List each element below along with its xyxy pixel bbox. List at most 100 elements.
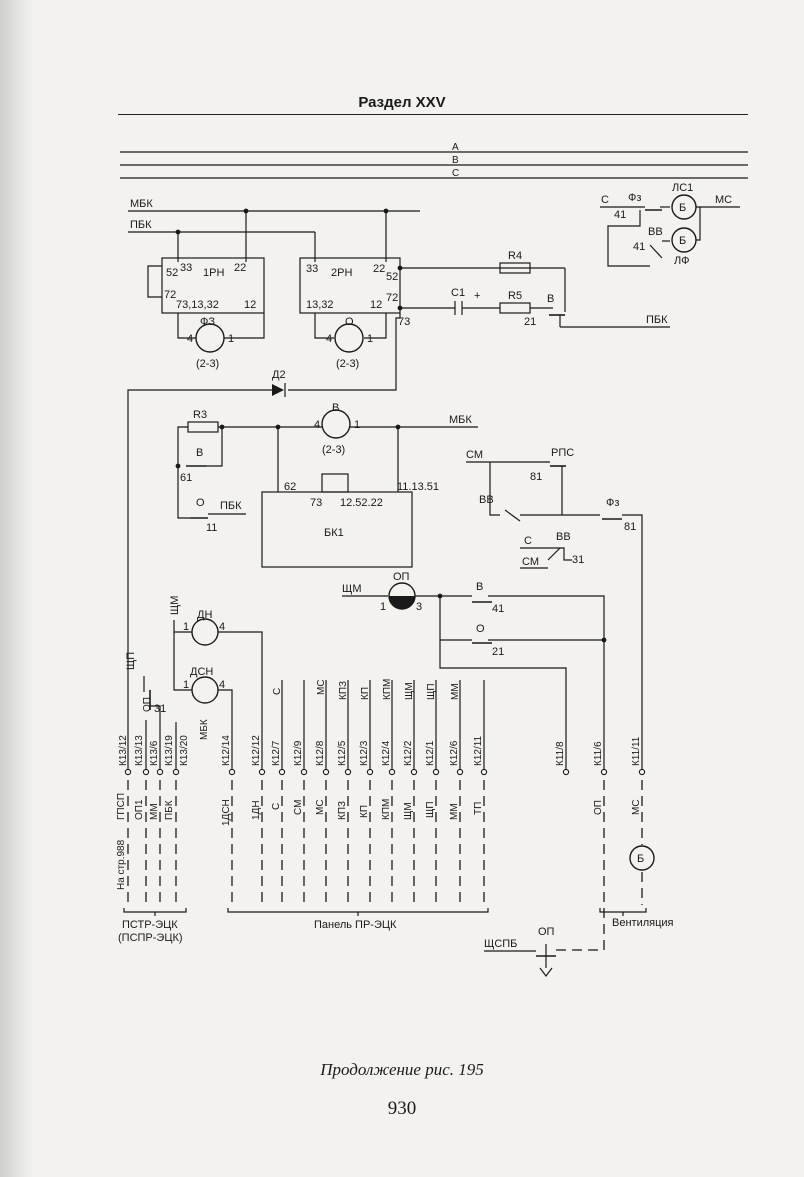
ut-5: К12/14 (221, 735, 232, 766)
sm2-label: СМ (522, 556, 539, 568)
na-str-label: На стр.988 (116, 839, 127, 890)
lt-6: С (271, 803, 282, 810)
lower-labels: На стр.988 ГПСП ОП1 ММ ПБК 1ДСН 1ДН С СМ… (116, 793, 642, 890)
lt-7: СМ (293, 800, 304, 815)
lt-5: 1ДН (251, 800, 262, 820)
contact-o2-label: О (196, 497, 205, 509)
ls1-label: ЛС1 (672, 182, 693, 194)
relay-2rn: 33 2РН 22 52 13,32 12 72 73 О 4 1 (2-3) (288, 257, 565, 391)
dn-dsn-group: ЩМ ДН 1 4 ДСН 1 4 ЩП 31 (125, 596, 263, 770)
bk1-t111351: 11.13.51 (397, 481, 439, 493)
lt-9: КПЗ (337, 801, 348, 820)
n81-label: 81 (530, 471, 542, 483)
ut-15: К12/6 (449, 740, 460, 766)
uw-mm: ММ (450, 683, 461, 700)
mbk-pbk-feed: МБК ПБК (128, 198, 420, 262)
pbk-label-2: ПБК (646, 314, 668, 326)
upper-wire-labels: ОП МБК С МС КПЗ КП КПМ ЩМ ЩП ММ (142, 679, 461, 740)
ut-0: К13/12 (118, 735, 129, 766)
coil-fz-n2: 1 (228, 333, 234, 345)
relay-1rn: 33 52 1РН 22 72 73,13,32 12 ФЗ 4 1 (2-3) (147, 257, 265, 370)
n61-label: 61 (180, 472, 192, 484)
fan-motors: С Фз 41 Б ЛС1 МС ВВ 41 Б ЛФ (600, 182, 740, 267)
c1-label: C1 (451, 287, 465, 299)
contact-v2-label: В (196, 447, 203, 459)
pspr-label: (ПСПР-ЭЦК) (118, 932, 183, 944)
n11-label: 11 (206, 522, 217, 534)
ut-4: К13/20 (179, 735, 190, 766)
rps-label: РПС (551, 447, 574, 459)
mbk-label-2: МБК (449, 414, 472, 426)
ut-7: К12/7 (271, 740, 282, 766)
header-rule (118, 114, 748, 115)
coil-o-name: О (345, 316, 354, 328)
lt-1: ОП1 (134, 799, 145, 820)
ut-9: К12/8 (315, 740, 326, 766)
bk1-t62: 62 (284, 481, 296, 493)
bus-a-label: А (452, 142, 459, 153)
ut-2: К13/6 (149, 740, 160, 766)
uw-c: С (272, 688, 283, 695)
r4-label: R4 (508, 250, 522, 262)
lt-11: КПМ (381, 799, 392, 820)
c-label-top: С (601, 194, 609, 206)
coil-v-sub: (2-3) (322, 444, 345, 456)
r5-label: R5 (508, 290, 522, 302)
uw-kpm: КПМ (382, 679, 393, 700)
dn-n2: 4 (219, 621, 225, 633)
sm-rps-group: СМ РПС 81 ВВ Фз 81 С ВВ СМ 31 (466, 447, 643, 770)
coil-op-name: ОП (393, 571, 410, 583)
rn2-t12: 12 (370, 299, 382, 311)
contact-21-label: 21 (524, 316, 536, 328)
uw-op: ОП (142, 697, 153, 712)
ut-11: К12/3 (359, 740, 370, 766)
plus-label: + (474, 290, 480, 302)
lt-15: ТП (473, 802, 484, 815)
shspb-button: ОП ЩСПБ (484, 926, 556, 977)
vent-motor-b: Б (637, 853, 644, 865)
uw-shp: ЩП (426, 683, 437, 700)
terminal-circles (124, 768, 646, 776)
ut-16: К12/11 (473, 735, 484, 766)
binding-shadow (0, 0, 34, 1177)
lt-2: ММ (149, 803, 160, 820)
rn1-t72: 72 (164, 289, 176, 301)
bus-lines: А В С (120, 142, 748, 179)
lt-13: ЩП (425, 801, 436, 818)
lt-10: КП (359, 805, 370, 818)
panel-label: Панель ПР-ЭЦК (314, 919, 397, 931)
n21b-label: 21 (492, 646, 504, 658)
dsn-n2: 4 (219, 679, 225, 691)
uw-kp: КП (360, 687, 371, 700)
n81b-label: 81 (624, 521, 636, 533)
c-label-mid: С (524, 535, 532, 547)
rn1-t7313: 73,13,32 (176, 299, 219, 311)
ut-18: К11/6 (593, 741, 604, 766)
motor-b-top: Б (679, 202, 686, 214)
lt-0: ГПСП (116, 793, 127, 820)
rn1-t52: 52 (166, 267, 178, 279)
ut-14: К12/1 (425, 740, 436, 766)
bk1-name: БК1 (324, 527, 344, 539)
coil-v-n2: 1 (354, 419, 360, 431)
coil-o-n1: 4 (326, 333, 332, 345)
lt-17: МС (631, 799, 642, 815)
n41b-label: 41 (633, 241, 645, 253)
figure-caption: Продолжение рис. 195 (320, 1060, 484, 1079)
bk1-t73: 73 (310, 497, 322, 509)
rn1-t33: 33 (180, 262, 192, 274)
group-braces: ПСТР-ЭЦК (ПСПР-ЭЦК) Панель ПР-ЭЦК Вентил… (118, 908, 674, 944)
shp-label-v: ЩП (125, 652, 137, 670)
rc-network: R4 C1 + R5 В 21 ПБК (451, 250, 670, 328)
dsn-n1: 1 (183, 679, 189, 691)
d2-feed: Д2 (127, 369, 286, 770)
coil-v-n1: 4 (314, 419, 320, 431)
sm-label: СМ (466, 449, 483, 461)
ut-19: К11/11 (631, 736, 642, 766)
rn2-t22: 22 (373, 263, 385, 275)
pbk-label: ПБК (130, 219, 152, 231)
shspb-label: ЩСПБ (484, 938, 517, 950)
op-group: ЩМ ОП 1 3 В 41 О 21 (342, 571, 607, 770)
ut-3: К13/19 (164, 735, 175, 766)
